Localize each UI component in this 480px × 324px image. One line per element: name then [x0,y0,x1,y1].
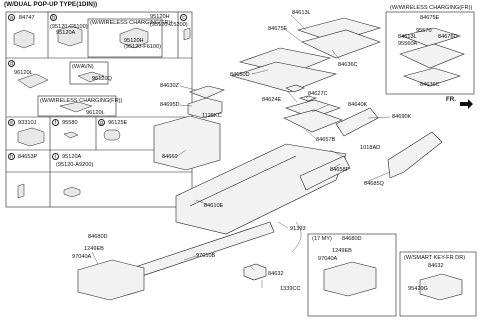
label-84658P: 84658P [330,167,350,173]
label-84680D: 84680D [88,234,108,240]
wireless-95120H: 95120H [124,38,144,44]
console-body-84610E [175,143,347,235]
callout-i: i [52,153,59,160]
callout-a: a [8,14,15,21]
label-84640K: 84640K [348,102,368,108]
wireless-box-title: (W/WIRELESS CHARGING(FR)) [90,20,173,26]
part-93310J: 93310J [18,120,37,126]
part-95120A-i: 95120A [62,154,82,160]
callout-d: d [8,60,15,67]
label-97040A: 97040A [72,254,92,260]
label-1018AD: 1018AD [360,145,381,151]
label-97010B: 97010B [196,253,216,259]
part-95120H: 95120H [150,14,170,20]
label-84690K: 84690K [392,114,412,120]
wireless-96120L: 96120L [86,110,105,116]
label-84685Q: 84685Q [364,181,384,187]
top-right-84676D: 84676D [438,34,458,40]
wireless-96120L-title: (W/WIRELESS CHARGING(FR)) [40,98,123,104]
17my-frame [307,233,397,317]
top-right-84675E: 84675E [420,15,440,21]
label-84660: 84660 [162,154,178,160]
17my-84680D: 84680D [342,236,362,242]
part-96125E: 96125E [108,120,128,126]
fr-label: FR. [446,96,456,103]
top-right-95560A: 95560A [398,41,418,47]
label-1125KC: 1125KC [202,113,222,119]
callout-h: h [8,153,15,160]
smart-key-frame [399,251,477,317]
top-right-84613L: 84613L [398,34,417,40]
bin-84660 [153,115,221,171]
label-84632: 84632 [268,271,284,277]
label-1249EB: 1249EB [84,246,104,252]
label-84627C: 84627C [308,91,328,97]
top-right-84636C: 84636C [420,82,440,88]
avn-96120Q: 96120Q [92,76,112,82]
wireless-96120L-box [37,95,117,117]
callout-b: b [50,14,57,21]
17my-1249EB: 1249EB [332,248,352,254]
smart-key-84632: 84632 [428,263,444,269]
label-84695D: 84695D [160,102,180,108]
smart-key-title: (W/SMART KEY-FR DR) [404,255,466,261]
callout-g: g [98,119,105,126]
top-right-95570: 95570 [416,28,432,34]
label-84636C: 84636C [338,62,358,68]
avn-inner-box [69,61,109,85]
label-91393: 91393 [290,226,306,232]
label-1339CC: 1339CC [280,286,301,292]
label-84630Z: 84630Z [160,83,179,89]
label-84624E: 84624E [262,97,282,103]
callout-f: f [52,119,59,126]
part-95580: 95580 [62,120,78,126]
part-95120A-sub: (95120-C5100) [50,24,88,30]
wireless-charging-inner-box [87,18,163,58]
callout-c: c [180,14,187,21]
label-84657B: 84657B [316,137,336,143]
part-96120L: 96120L [14,70,33,76]
wireless-95120H-sub: (95120-F6100) [124,44,162,50]
top-right-frame [385,11,475,95]
label-84650D: 84650D [230,72,250,78]
17my-97040A: 97040A [318,256,338,262]
smart-key-95420G: 95420G [408,286,428,292]
part-95120A: 95120A [56,30,76,36]
callout-e: e [8,119,15,126]
part-84653P: 84653P [18,154,38,160]
part-84747: 84747 [19,15,35,21]
part-95120A-i-sub: (95120-A9200) [56,162,94,168]
top-right-title: (W/WIRELESS CHARGING(FR)) [390,5,473,11]
avn-title: (W/AVN) [72,64,94,70]
label-84610E: 84610E [204,203,224,209]
label-84613L: 84613L [292,10,311,16]
label-84675E: 84675E [268,26,288,32]
page-title: (W/DUAL POP-UP TYPE(1DIN)) [4,1,98,8]
part-95120H-sub: (95120-C5200) [150,22,188,28]
17my-title: (17 MY) [312,236,332,242]
